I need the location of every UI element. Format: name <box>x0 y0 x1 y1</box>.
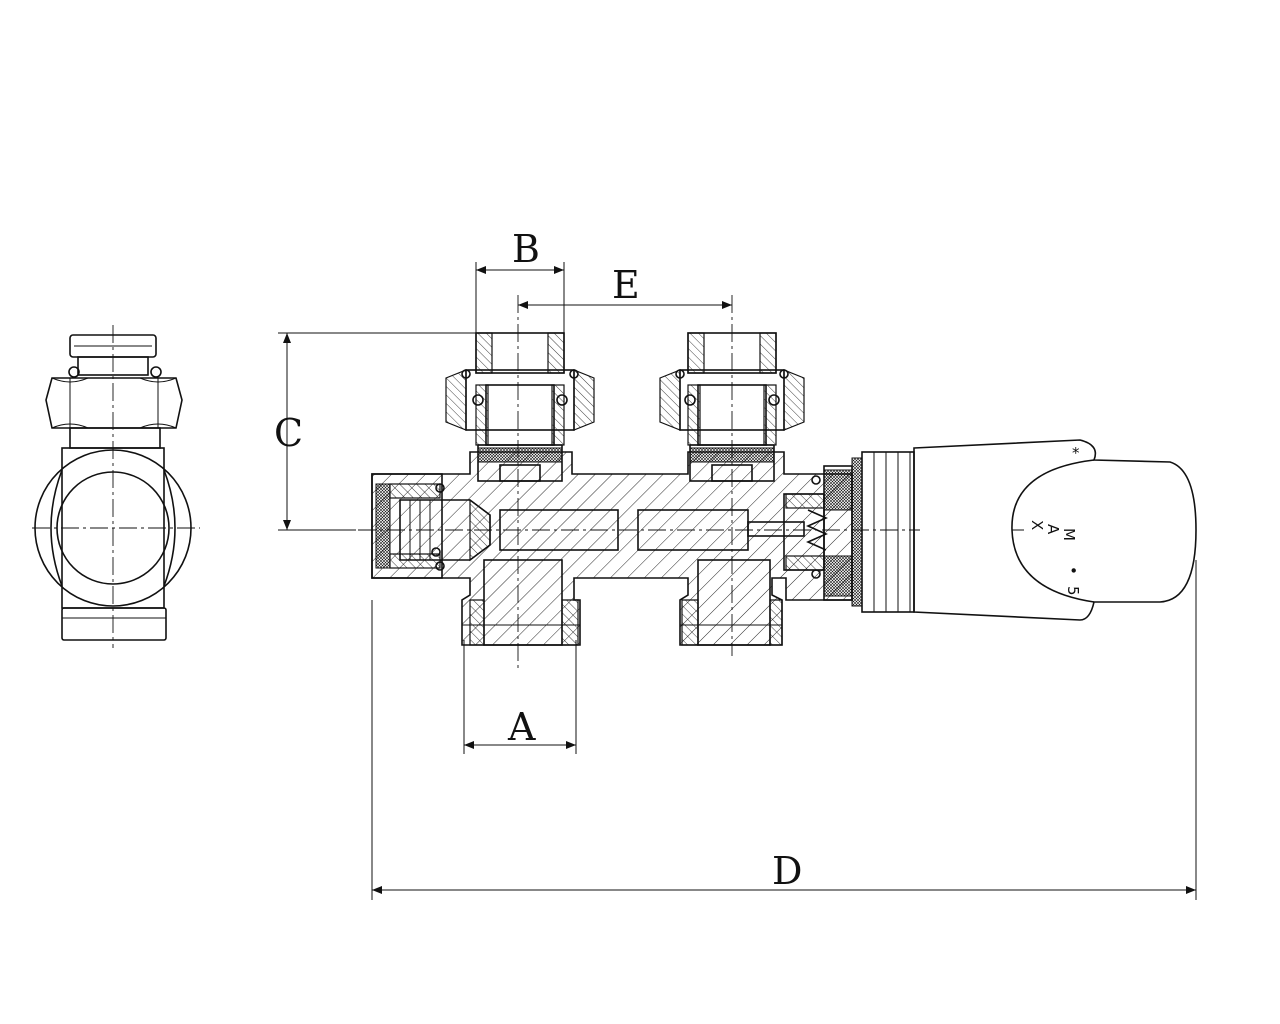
side-bottom-fitting <box>61 607 167 641</box>
knob-dot: • <box>1064 566 1082 575</box>
knob-max-x: X <box>1028 520 1046 530</box>
knob-body <box>913 439 1197 621</box>
dim-label-e: E <box>612 263 640 307</box>
side-hex-nut <box>45 377 183 429</box>
knob-five: 5 <box>1064 586 1082 596</box>
side-view <box>32 325 200 648</box>
dim-label-a: A <box>507 705 536 749</box>
dimensions: B E C A D <box>274 227 1197 900</box>
dim-label-c: C <box>274 411 303 455</box>
upper-union-right <box>659 332 805 482</box>
upper-union-left <box>445 332 595 482</box>
internal-bore-left <box>499 509 619 551</box>
knob-star: * <box>1072 444 1080 462</box>
left-end-plug <box>371 473 491 579</box>
knob-max-m: M <box>1060 528 1078 541</box>
main-valve-section: * M A X • 5 <box>358 295 1197 668</box>
knob-markings: * M A X • 5 <box>1028 444 1082 596</box>
thermostatic-head <box>747 439 1197 621</box>
dim-label-b: B <box>512 227 540 271</box>
dim-label-d: D <box>772 849 802 893</box>
knob-max-a: A <box>1044 524 1062 535</box>
